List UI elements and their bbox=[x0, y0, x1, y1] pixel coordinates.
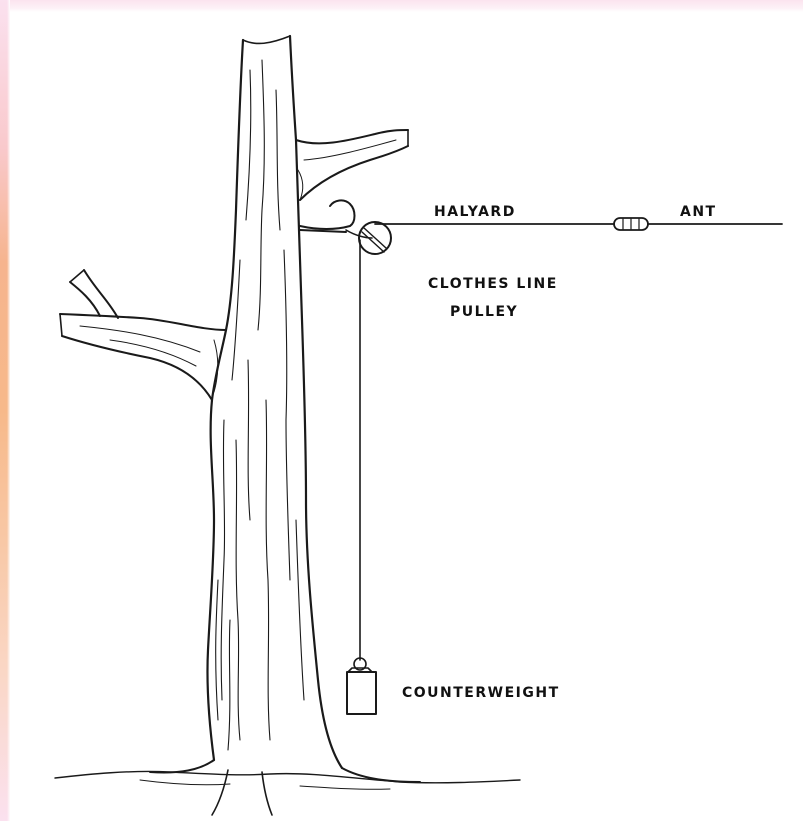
ant-label: ANT bbox=[680, 204, 717, 220]
insulator-icon bbox=[614, 218, 648, 230]
pulley-label-line2: PULLEY bbox=[450, 304, 518, 320]
pulley-label-line1: CLOTHES LINE bbox=[428, 276, 558, 292]
counterweight-icon bbox=[347, 658, 376, 714]
counterweight-label: COUNTERWEIGHT bbox=[402, 685, 560, 701]
halyard-label: HALYARD bbox=[434, 204, 516, 220]
pulley-assembly bbox=[300, 200, 391, 254]
